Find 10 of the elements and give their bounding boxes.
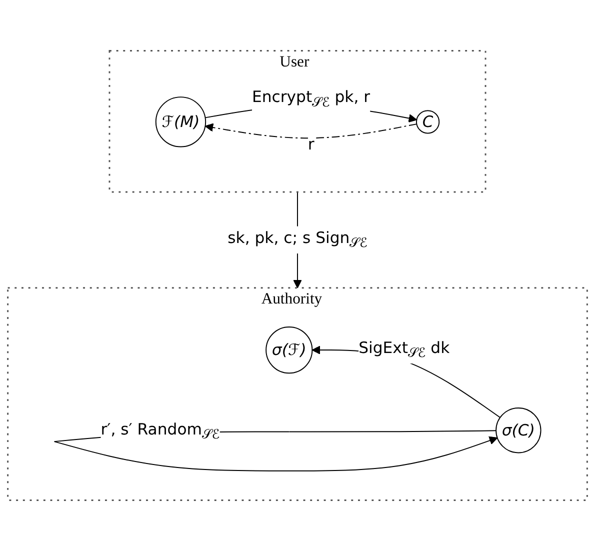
- edge-label: Encrypt$_{𝒮ℰ}$ pk, r: [252, 88, 370, 110]
- edge-label: SigExt$_{𝒮ℰ}$ dk: [358, 338, 450, 361]
- edge-label: r′, s′ Random$_{𝒮ℰ}$: [100, 420, 220, 443]
- edge-label: r: [308, 134, 314, 154]
- node-circle: ℱ(M): [155, 96, 206, 148]
- arrow: [204, 123, 418, 139]
- edge-label: sk, pk, c; s Sign$_{𝒮ℰ}$: [228, 228, 368, 251]
- node-circle: σ(C): [496, 408, 542, 454]
- node-circle: C: [416, 110, 440, 134]
- node-circle: σ(ℱ): [266, 326, 313, 374]
